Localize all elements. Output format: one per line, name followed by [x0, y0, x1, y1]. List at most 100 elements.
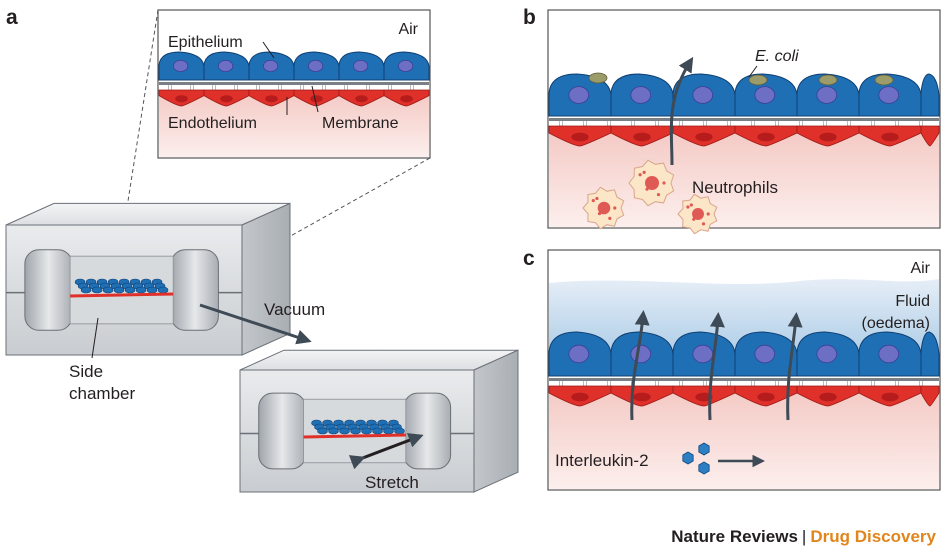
- ecoli-bacterium: [588, 72, 608, 84]
- endothelial-cell: [920, 385, 940, 407]
- cell-nucleus: [355, 95, 368, 103]
- chip-cell: [361, 427, 372, 435]
- cell-nucleus: [352, 60, 369, 73]
- panel-b-frame: E. coli Neutrophils: [547, 9, 941, 235]
- side-chamber-right: [170, 249, 219, 331]
- neutrophil-cells: [582, 159, 718, 235]
- journal-footer: Nature Reviews|Drug Discovery: [671, 527, 936, 547]
- chip-cell: [135, 286, 147, 294]
- neutrophil-granule: [645, 187, 649, 191]
- chip-cell: [113, 286, 125, 294]
- cell-nucleus: [630, 344, 652, 364]
- cell-nucleus: [754, 86, 776, 104]
- cell-nucleus: [695, 132, 713, 142]
- b-endothelium-layer: [548, 125, 940, 147]
- fluid-label-line1: Fluid: [895, 293, 930, 310]
- neutrophil-granule: [656, 192, 661, 197]
- side-chamber-label-line2: chamber: [69, 384, 135, 403]
- interleukin-molecule: [698, 461, 710, 475]
- neutrophil-granule: [613, 206, 617, 210]
- neutrophil-granule: [699, 214, 703, 218]
- panel-a-letter: a: [6, 6, 18, 29]
- inset-air-label: Air: [398, 21, 418, 38]
- neutrophil-granule: [595, 196, 599, 201]
- device-top-face: [239, 349, 519, 371]
- cell-nucleus: [878, 86, 900, 104]
- cell-nucleus: [816, 86, 838, 104]
- neutrophil-granule: [605, 208, 609, 212]
- chip-cell: [102, 286, 114, 294]
- cell-nucleus: [397, 60, 414, 73]
- inset-epithelium-label: Epithelium: [168, 34, 243, 51]
- neutrophil-granule: [689, 203, 693, 207]
- chip-cell: [317, 427, 328, 435]
- cell-nucleus: [630, 86, 652, 104]
- cell-nucleus: [571, 392, 589, 402]
- stretched-lung-chip-device: [239, 349, 519, 493]
- fluid-label-line2: (oedema): [862, 315, 930, 332]
- stretch-label: Stretch: [365, 473, 419, 492]
- device-side-face: [473, 349, 519, 493]
- panel-a-inset: Air Epithelium Endothelium Membrane: [157, 9, 431, 159]
- vacuum-label: Vacuum: [264, 300, 325, 319]
- cell-nucleus: [878, 344, 900, 364]
- interleukin-molecule: [682, 451, 694, 465]
- cell-nucleus: [692, 86, 714, 104]
- cell-nucleus: [400, 95, 413, 103]
- neutrophil-granule: [638, 173, 642, 177]
- neutrophil-granule: [591, 198, 595, 203]
- cell-nucleus: [218, 60, 234, 73]
- fluid-arrow-2: [708, 312, 725, 421]
- neutrophil-granule: [701, 222, 706, 226]
- neutrophil-granule: [692, 217, 696, 221]
- chip-cell: [146, 286, 158, 294]
- chip-cell: [350, 427, 361, 435]
- cell-nucleus: [571, 132, 589, 142]
- stretch-arrow: [348, 433, 424, 470]
- c-membrane: [549, 378, 939, 381]
- cell-nucleus: [173, 60, 189, 73]
- cell-nucleus: [819, 392, 837, 402]
- side-chamber-left: [24, 249, 73, 331]
- panel-b-letter: b: [523, 6, 536, 29]
- chip-cell: [328, 427, 339, 435]
- cell-nucleus: [265, 95, 278, 103]
- epithelial-cell: [920, 73, 940, 117]
- cell-nucleus: [881, 392, 899, 402]
- epithelium-leader: [262, 41, 275, 59]
- neutrophil-granule: [686, 205, 690, 209]
- cell-nucleus: [754, 344, 776, 364]
- chip-cell: [383, 427, 394, 435]
- inset-membrane-label: Membrane: [322, 115, 399, 132]
- lung-chip-device: [5, 202, 291, 356]
- device-top-face: [5, 202, 291, 226]
- cell-nucleus: [262, 60, 279, 73]
- cell-nucleus: [568, 344, 590, 364]
- panel-c-letter: c: [523, 247, 535, 270]
- journal-name: Nature Reviews: [671, 527, 798, 546]
- ecoli-bacteria: [588, 72, 894, 86]
- epithelial-cell: [920, 331, 940, 377]
- chip-endothelium: [303, 433, 406, 439]
- side-chamber-right: [403, 392, 452, 470]
- ecoli-leader: [748, 65, 758, 78]
- chip-cell: [372, 427, 383, 435]
- inset-epithelium-layer: [158, 51, 430, 92]
- neutrophil-granule: [653, 183, 658, 188]
- neutrophil-granule: [706, 212, 710, 216]
- cell-nucleus: [881, 132, 899, 142]
- neutrophil-granule: [642, 170, 646, 174]
- interleukin-label: Interleukin-2: [555, 451, 649, 470]
- cell-nucleus: [633, 132, 651, 142]
- fluid-arrow-1: [630, 310, 650, 421]
- fluid-arrow-3: [786, 312, 803, 421]
- cell-nucleus: [692, 344, 714, 364]
- cell-nucleus: [819, 132, 837, 142]
- cell-nucleus: [633, 392, 651, 402]
- neutrophil-granule: [597, 211, 602, 216]
- chip-cell: [80, 286, 92, 294]
- ecoli-label: E. coli: [755, 48, 799, 65]
- inset-endothelium-label: Endothelium: [168, 115, 257, 132]
- cell-nucleus: [307, 60, 324, 73]
